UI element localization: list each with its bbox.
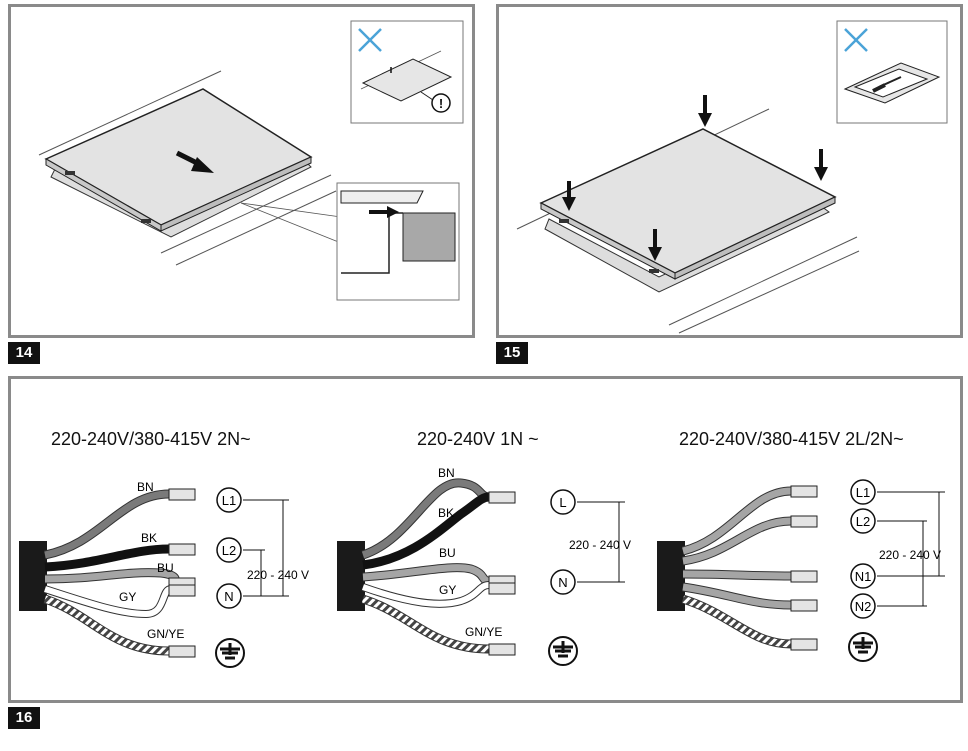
cross-icon — [358, 28, 382, 52]
cross-icon — [844, 28, 868, 52]
figure-14-illustration: ! — [38, 20, 464, 301]
variant-3-title: 220-240V/380-415V 2L/2N~ — [679, 429, 904, 449]
wire-label-gy: GY — [119, 590, 136, 604]
wire-label-bn: BN — [438, 466, 455, 480]
terminal-l1: L1 — [222, 493, 236, 508]
press-arrow-icon — [562, 95, 828, 261]
push-arrow-icon — [175, 150, 214, 173]
wire-label-bu: BU — [439, 546, 456, 560]
earth-ground-icon — [848, 632, 878, 662]
terminal-l: L — [559, 495, 566, 510]
terminal-l1: L1 — [856, 485, 870, 500]
terminal-l2: L2 — [222, 543, 236, 558]
figure-number-14: 14 — [8, 342, 40, 364]
terminal-n2: N2 — [855, 599, 872, 614]
wiring-diagrams: BN BK BU GY GN/YE L1 L2 N 220 - 240 V — [19, 466, 945, 668]
wire-bk — [44, 544, 170, 572]
figure-number-16: 16 — [8, 707, 40, 729]
variant-1-diagram: BN BK BU GY GN/YE L1 L2 N 220 - 240 V — [19, 480, 309, 668]
wire-label-bu: BU — [157, 561, 174, 575]
variant-2-diagram: BN BK BU GY GN/YE L N 220 - 240 V — [337, 466, 631, 666]
figure-14-panel: ! — [8, 4, 475, 338]
voltage-label: 220 - 240 V — [879, 548, 941, 562]
cable-sheath — [657, 541, 685, 611]
wire-label-bk: BK — [141, 531, 157, 545]
wire-label-bk: BK — [438, 506, 454, 520]
voltage-label: 220 - 240 V — [247, 568, 309, 582]
earth-ground-icon — [548, 636, 578, 666]
cable-sheath — [337, 541, 365, 611]
screwdriver-icon — [872, 76, 902, 93]
figure-16-panel: 220-240V/380-415V 2N~ 220-240V 1N ~ 220-… — [8, 376, 963, 703]
wire-ferrules — [790, 485, 818, 651]
hob-surface — [44, 88, 313, 226]
figure-15-panel — [496, 4, 963, 338]
wire-label-gnye: GN/YE — [465, 625, 502, 639]
terminal-l2: L2 — [856, 514, 870, 529]
detail-arrow-icon — [369, 206, 399, 218]
voltage-label: 220 - 240 V — [569, 538, 631, 552]
terminal-n: N — [224, 589, 233, 604]
wire-label-gy: GY — [439, 583, 456, 597]
svg-text:!: ! — [439, 96, 443, 111]
terminal-n: N — [558, 575, 567, 590]
wire-label-gnye: GN/YE — [147, 627, 184, 641]
earth-ground-icon — [215, 638, 245, 668]
wire-label-bn: BN — [137, 480, 154, 494]
wire-bk — [362, 492, 490, 570]
figure-number-15: 15 — [496, 342, 528, 364]
exclamation-icon: ! — [431, 93, 451, 113]
figure-15-illustration — [516, 20, 948, 334]
variant-2-title: 220-240V 1N ~ — [417, 429, 539, 449]
variant-1-title: 220-240V/380-415V 2N~ — [51, 429, 251, 449]
terminal-n1: N1 — [855, 569, 872, 584]
variant-3-diagram: L1 L2 N1 N2 220 - 240 V — [657, 479, 945, 662]
cable-sheath — [19, 541, 47, 611]
wire-ferrules — [168, 488, 196, 658]
wire-ferrules — [488, 491, 516, 656]
